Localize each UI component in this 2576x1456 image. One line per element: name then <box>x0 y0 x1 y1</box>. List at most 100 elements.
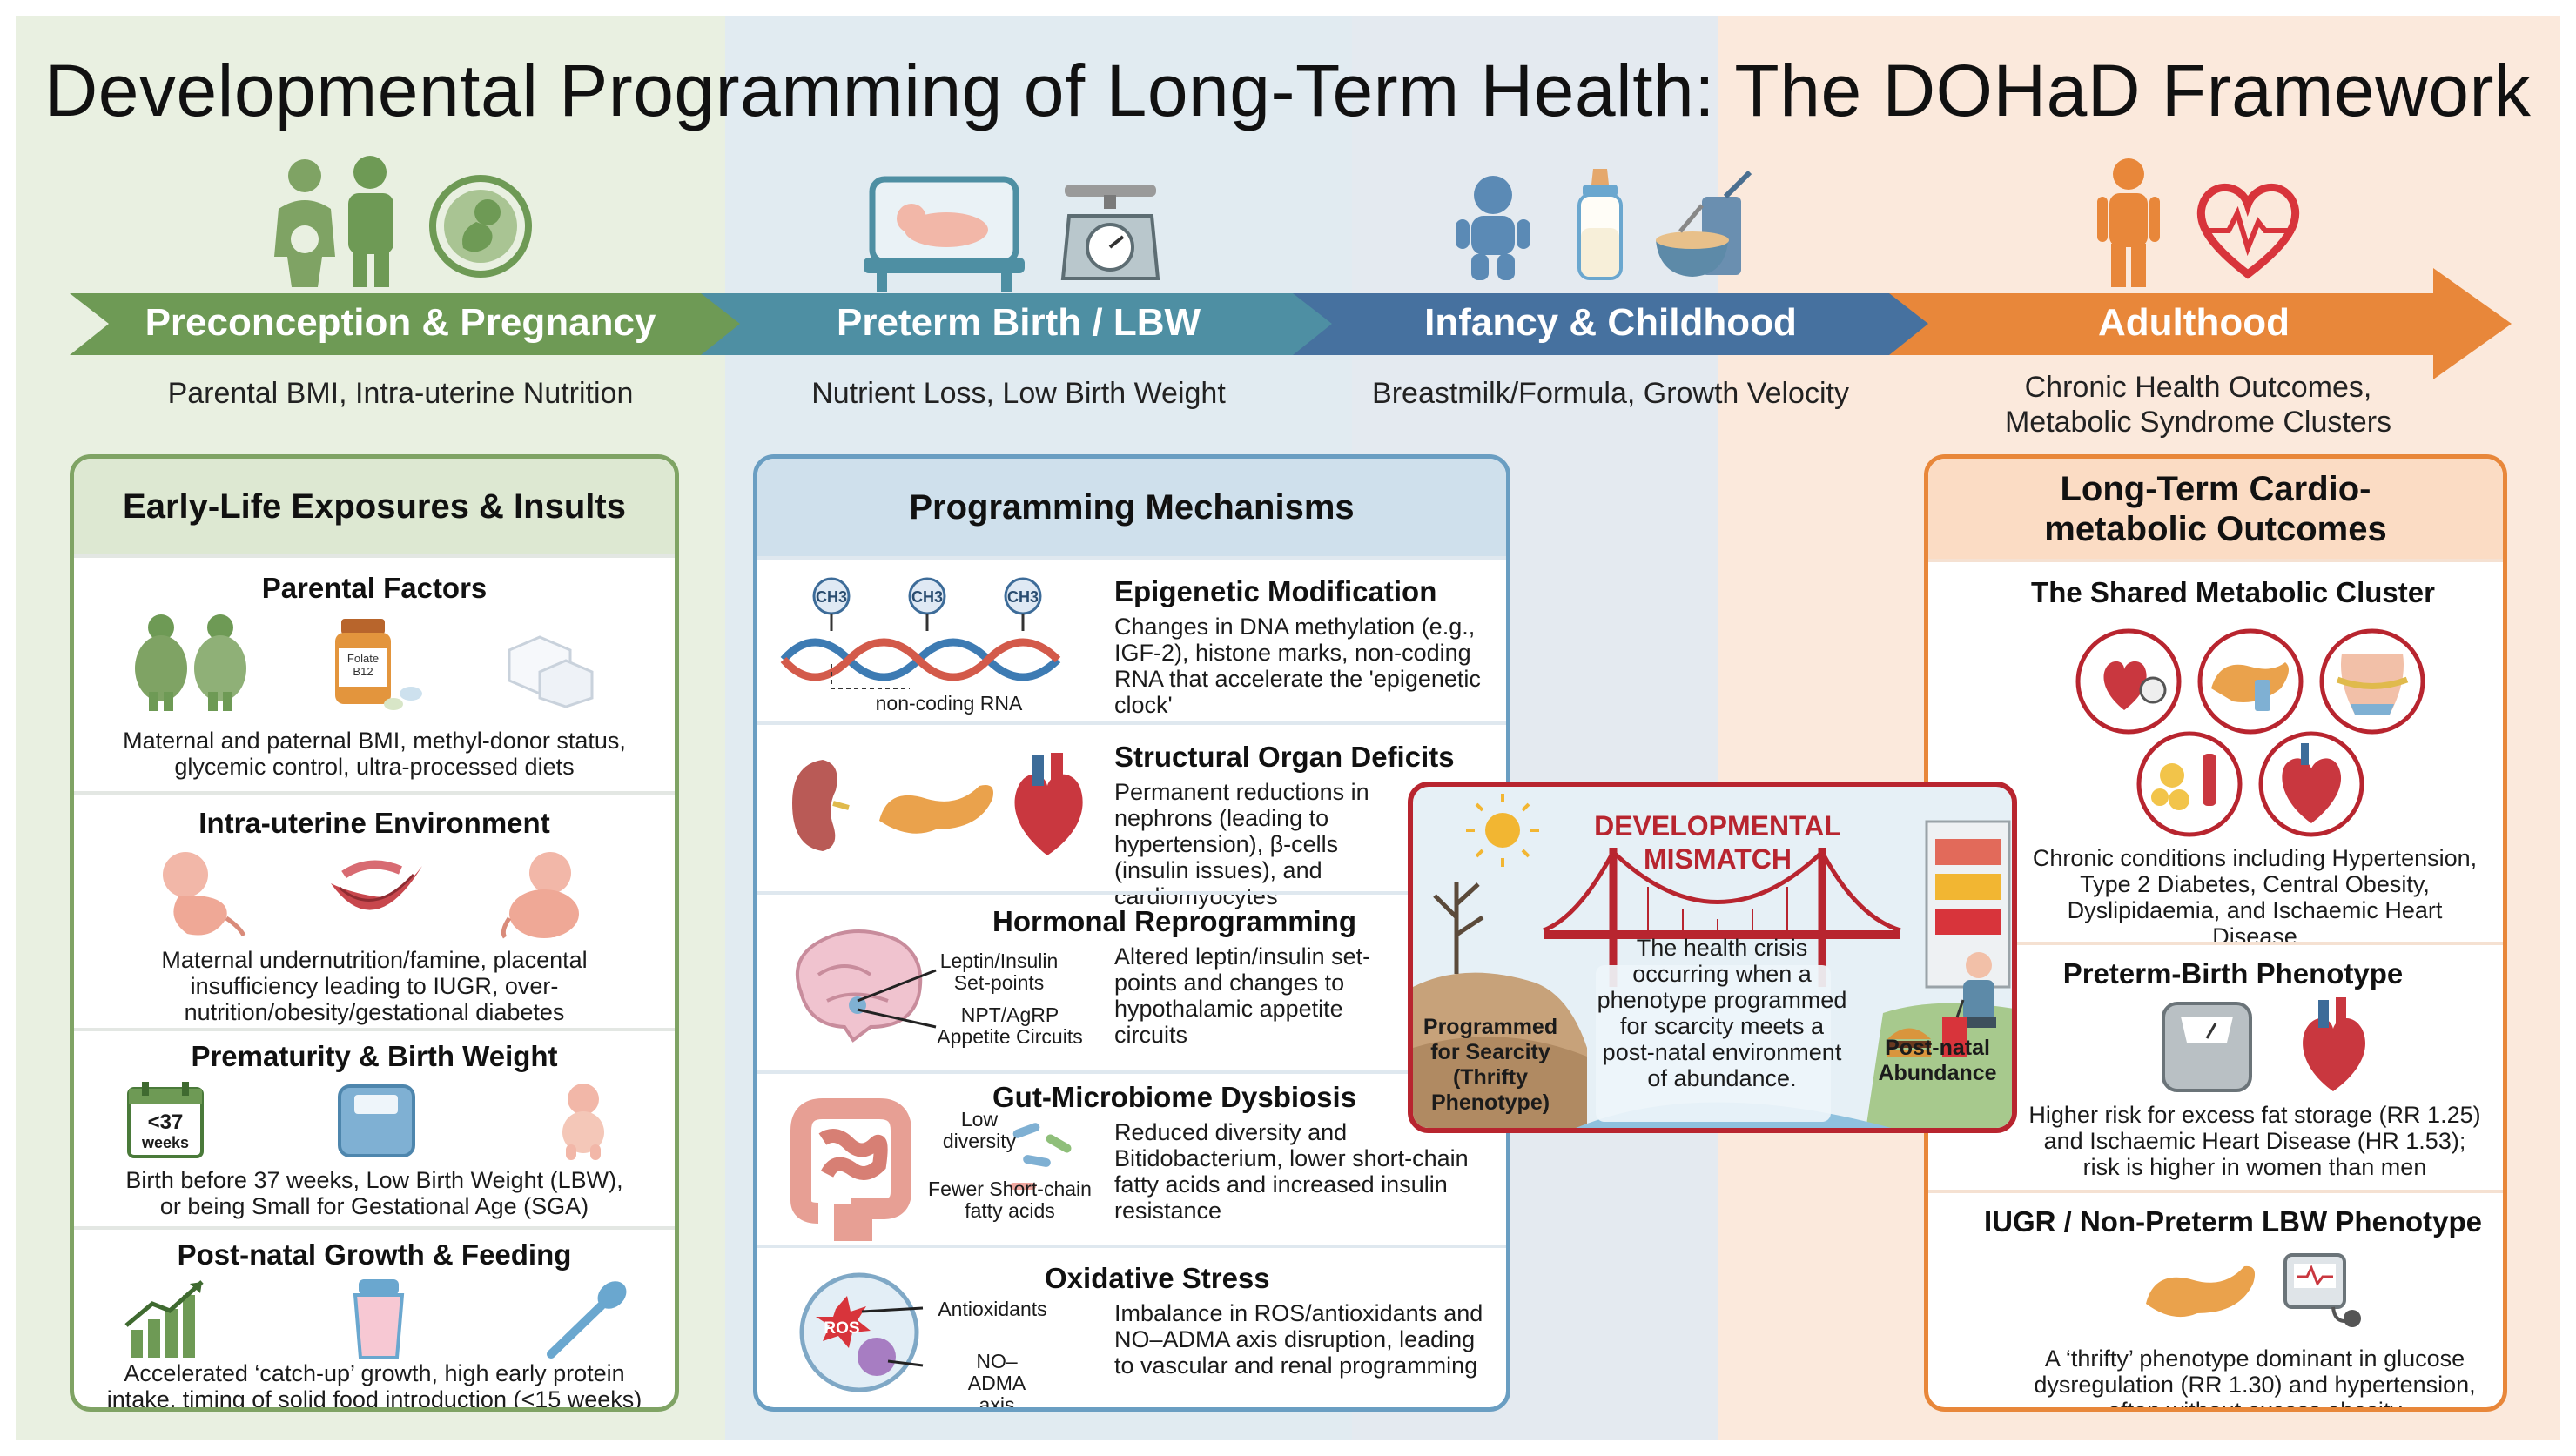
bacteria-icon <box>1010 1123 1072 1190</box>
section-heading: Intra-uterine Environment <box>198 807 550 839</box>
section-text: A ‘thrifty’ phenotype dominant in glucos… <box>2034 1345 2476 1412</box>
bridge-icon <box>1543 848 1901 987</box>
section-heading: Post-natal Growth & Feeding <box>177 1238 572 1271</box>
oxidative-label-b: NO–ADMA axis <box>967 1350 1026 1412</box>
lipid-icon <box>2136 731 2243 837</box>
stage-desc-preconception: Parental BMI, Intra-uterine Nutrition <box>167 377 634 410</box>
drink-icon <box>1942 999 1967 1057</box>
parents-icon <box>274 156 393 287</box>
outcome-preterm-phenotype: Preterm-Birth Phenotype Higher risk for … <box>1928 942 2503 1190</box>
blood-pressure-icon <box>2075 628 2182 735</box>
outcomes-panel: Long-Term Cardio-metabolic Outcomes The … <box>1924 454 2507 1412</box>
heart-icon <box>2303 997 2365 1091</box>
parents-body-icon <box>135 614 246 711</box>
ros-label: ROS <box>824 1319 860 1338</box>
metabolic-cluster-icons <box>2075 628 2425 837</box>
baby-icon <box>1456 176 1530 280</box>
pancreas-glucose-icon <box>2197 628 2304 735</box>
incubator-icon <box>864 176 1025 292</box>
scale-icon <box>1060 185 1160 280</box>
mechanism-structural: Structural Organ Deficits Permanent redu… <box>757 721 1506 909</box>
calendar-unit: weeks <box>141 1134 190 1151</box>
infant-icon <box>562 1084 604 1160</box>
page-title: Developmental Programming of Long-Term H… <box>44 50 2532 131</box>
oxidative-label-a: Antioxidants <box>938 1298 1047 1320</box>
food-icon <box>1656 170 1752 277</box>
mechanisms-panel-title: Programming Mechanisms <box>757 459 1506 556</box>
outcomes-panel-title-text: Long-Term Cardio-metabolic Outcomes <box>2044 470 2387 548</box>
methyl-label: CH3 <box>911 588 943 606</box>
section-parental-factors: Parental Factors Folate B12 Maternal and… <box>74 554 675 791</box>
mismatch-callout: DEVELOPMENTAL MISMATCH The health crisis… <box>1408 782 2017 1133</box>
burger-icon <box>1887 1028 1931 1057</box>
heart-icon <box>1014 753 1083 855</box>
intestine-icon <box>790 1098 911 1241</box>
pancreas-icon <box>879 785 993 834</box>
section-intrauterine: Intra-uterine Environment Maternal under… <box>74 791 675 1028</box>
supplement-label: Folate B12 <box>346 652 380 678</box>
section-heading: Prematurity & Birth Weight <box>191 1040 558 1072</box>
pancreas-icon <box>2146 1265 2256 1318</box>
mismatch-text: The health crisis occurring when a pheno… <box>1597 935 1847 1091</box>
mechanism-heading: Epigenetic Modification <box>1114 575 1437 607</box>
mechanism-heading: Structural Organ Deficits <box>1114 741 1455 773</box>
hormone-label-b: NPT/AgRP Appetite Circuits <box>937 1003 1083 1048</box>
methyl-group-icon <box>812 577 851 631</box>
section-prematurity: Prematurity & Birth Weight <37 weeks Bir… <box>74 1028 675 1226</box>
timeline-segment-infancy <box>1293 293 1937 355</box>
rna-label: non-coding RNA <box>875 692 1023 715</box>
stage-desc-adulthood: Chronic Health Outcomes, Metabolic Syndr… <box>2004 371 2392 439</box>
mechanism-text: Altered leptin/insulin set-points and ch… <box>1114 943 1371 1048</box>
mechanisms-panel: Programming Mechanisms CH3 CH3 CH3 non-c… <box>753 454 1510 1412</box>
mechanism-text: Reduced diversity and Bitidobacterium, l… <box>1114 1119 1469 1224</box>
timeline-segment-adulthood <box>1889 268 2512 379</box>
mechanism-heading: Hormonal Reprogramming <box>992 905 1357 937</box>
placenta-icon <box>331 860 422 910</box>
brain-icon <box>796 929 937 1043</box>
bottle-icon <box>1577 169 1623 280</box>
heart-rate-icon <box>2196 183 2300 279</box>
dna-helix-icon <box>780 577 1061 689</box>
cell-icon <box>799 1272 924 1392</box>
mechanism-text: Permanent reductions in nephrons (leadin… <box>1114 779 1369 909</box>
fetus-overnourished-icon <box>501 852 579 939</box>
stage-label-preconception: Preconception & Pregnancy <box>145 301 656 344</box>
outcome-iugr-phenotype: IUGR / Non-Preterm LBW Phenotype A ‘thri… <box>1928 1190 2503 1412</box>
microbiome-label-a: Low diversity <box>942 1108 1017 1152</box>
methyl-label: CH3 <box>815 588 847 606</box>
section-text: Maternal undernutrition/famine, placenta… <box>161 947 588 1025</box>
section-heading: Preterm-Birth Phenotype <box>2062 957 2404 990</box>
supplement-bottle-icon <box>335 619 422 710</box>
bathroom-scale-icon <box>2162 1002 2252 1092</box>
outcomes-panel-title <box>1928 459 2503 559</box>
dead-tree-icon <box>1433 882 1484 974</box>
section-heading: IUGR / Non-Preterm LBW Phenotype <box>1983 1205 2483 1238</box>
hormone-label-a: Leptin/Insulin Set-points <box>939 949 1059 994</box>
growth-chart-icon <box>124 1280 204 1358</box>
exposures-panel-title: Early-Life Exposures & Insults <box>74 459 675 554</box>
fetus-icon <box>429 175 532 278</box>
section-text: Accelerated ‘catch-up’ growth, high earl… <box>106 1360 642 1412</box>
mechanism-heading: Oxidative Stress <box>1045 1262 1270 1294</box>
mismatch-title: DEVELOPMENTAL MISMATCH <box>1594 810 1841 875</box>
adult-icon <box>2097 158 2160 287</box>
mismatch-right-label: Post-natal Abundance <box>1878 1036 1997 1085</box>
spoon-icon <box>547 1281 627 1359</box>
waist-icon <box>2319 628 2425 735</box>
mechanism-hormonal: Leptin/Insulin Set-points NPT/AgRP Appet… <box>757 891 1506 1070</box>
outcome-shared-cluster: The Shared Metabolic Cluster Chronic con… <box>1928 559 2503 949</box>
calendar-value: <37 <box>147 1110 184 1134</box>
stage-desc-preterm: Nutrient Loss, Low Birth Weight <box>811 377 1226 410</box>
mechanism-text: Changes in DNA methylation (e.g., IGF-2)… <box>1114 614 1481 718</box>
kidney-icon <box>792 760 850 851</box>
calendar-icon <box>127 1082 204 1158</box>
microbiome-label-b: Fewer Short-chain fatty acids <box>928 1178 1092 1222</box>
sun-icon <box>1466 794 1539 867</box>
methyl-group-icon <box>1004 577 1042 631</box>
baby-scale-icon <box>338 1084 415 1157</box>
mechanism-epigenetic: CH3 CH3 CH3 non-coding RNA Epigenetic Mo… <box>757 556 1506 721</box>
mismatch-left-label: Programmed for Searcity (Thrifty Phenoty… <box>1423 1015 1558 1115</box>
formula-cup-icon <box>353 1279 405 1359</box>
stage-desc-infancy: Breastmilk/Formula, Growth Velocity <box>1372 377 1849 410</box>
